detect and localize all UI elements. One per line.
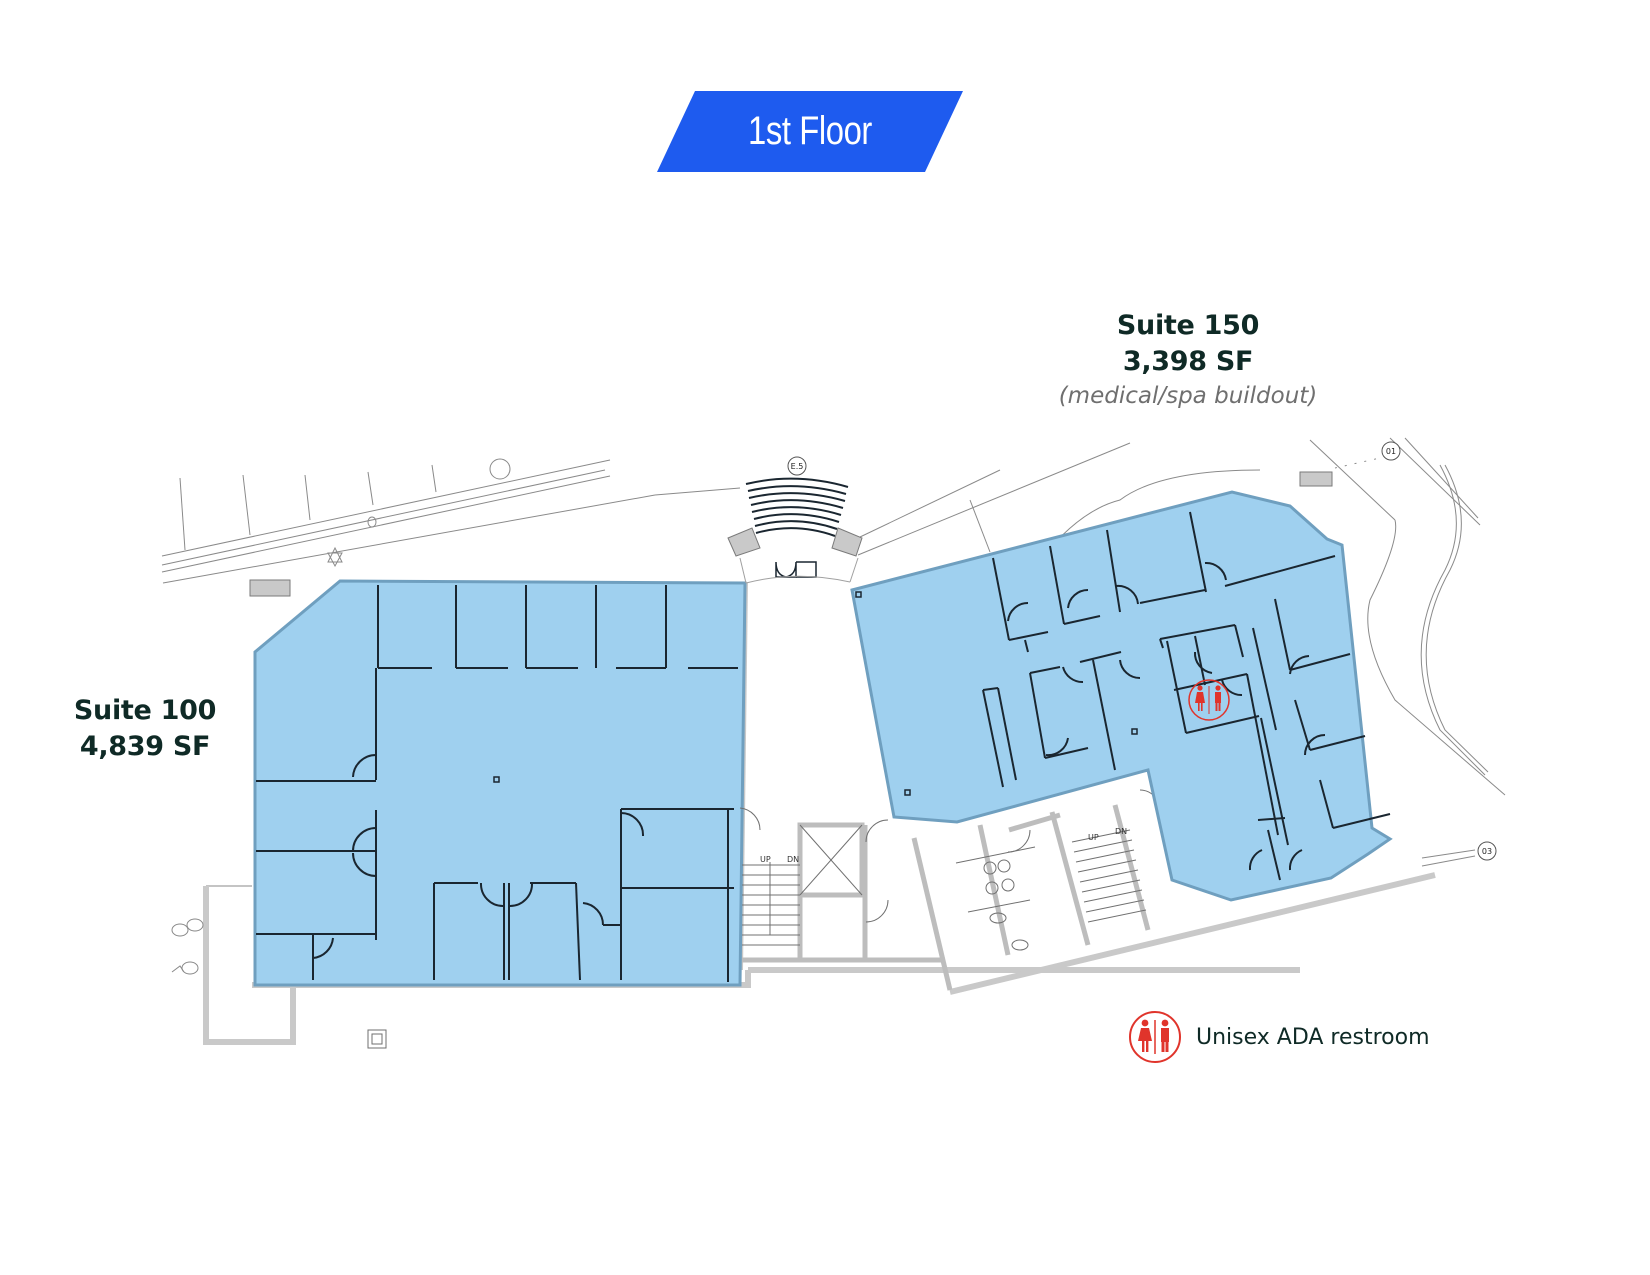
grid-marker-01: 01	[1381, 441, 1401, 461]
entrance-steps	[745, 477, 849, 537]
stair-left	[742, 862, 800, 946]
suite-100-area[interactable]	[253, 579, 747, 987]
suite-150-name: Suite 150	[1116, 310, 1260, 341]
floor-title: 1st Floor	[748, 109, 872, 153]
suite-150-area-label: 3,398 SF	[1122, 346, 1254, 377]
restroom-icon-plan	[1188, 679, 1230, 721]
stair-right	[1071, 829, 1147, 923]
svg-text:03: 03	[1482, 847, 1492, 856]
grid-marker-e5: E.5	[787, 456, 807, 476]
floor-title-banner: 1st Floor	[657, 91, 963, 172]
svg-text:UP: UP	[760, 855, 771, 864]
svg-text:01: 01	[1386, 447, 1396, 456]
banner-shape	[657, 91, 963, 172]
suite-150-note: (medical/spa buildout)	[1058, 383, 1318, 409]
svg-text:DN: DN	[787, 855, 799, 864]
legend: Unisex ADA restroom	[1128, 1011, 1430, 1063]
svg-text:UP: UP	[1088, 833, 1099, 842]
stair-labels: UP DN UP DN	[760, 827, 1127, 864]
grid-marker-03: 03	[1477, 841, 1497, 861]
suite-150-area[interactable]	[850, 490, 1393, 902]
svg-text:E.5: E.5	[791, 462, 804, 471]
restroom-icon	[1129, 1011, 1181, 1063]
suite-150-label: Suite 150 3,398 SF (medical/spa buildout…	[1038, 308, 1338, 412]
suite-100-label: Suite 100 4,839 SF	[40, 693, 250, 765]
legend-label: Unisex ADA restroom	[1196, 1024, 1430, 1050]
sidewalk-line	[161, 459, 611, 557]
suite-100-area-label: 4,839 SF	[79, 731, 211, 762]
suite-100-name: Suite 100	[73, 695, 217, 726]
svg-text:DN: DN	[1115, 827, 1127, 836]
